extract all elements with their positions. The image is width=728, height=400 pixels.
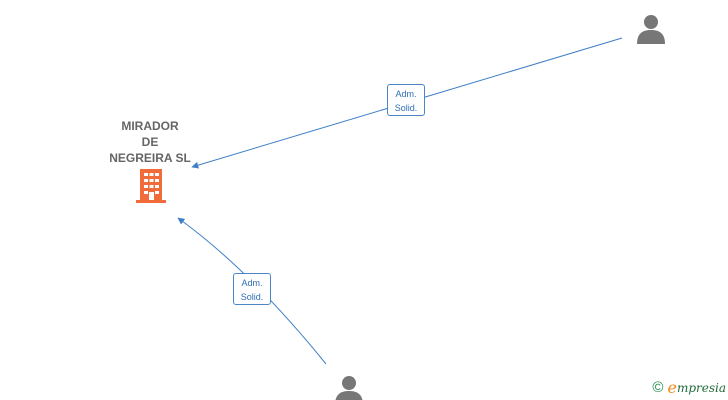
relation-label-line-1: Adm.: [395, 89, 417, 99]
relation-label-line-2: Solid.: [394, 103, 418, 113]
company-name-line-3: NEGREIRA SL: [109, 151, 191, 165]
brand-logo[interactable]: © e mpresia: [652, 379, 726, 397]
relation-label[interactable]: Adm. Solid.: [233, 273, 271, 305]
brand-initial: e: [667, 378, 677, 397]
company-name-line-2: DE: [141, 135, 159, 149]
relation-label-line-2: Solid.: [240, 292, 264, 302]
relation-label-line-1: Adm.: [241, 278, 263, 288]
copyright-symbol: ©: [652, 379, 664, 396]
person-icon[interactable]: [333, 374, 365, 400]
building-icon[interactable]: [134, 168, 168, 204]
company-name-line-1: MIRADOR: [121, 119, 179, 133]
person-icon[interactable]: [635, 13, 667, 45]
company-name[interactable]: MIRADOR DE NEGREIRA SL: [100, 118, 200, 166]
brand-name: mpresia: [676, 381, 726, 395]
relation-label[interactable]: Adm. Solid.: [387, 84, 425, 116]
